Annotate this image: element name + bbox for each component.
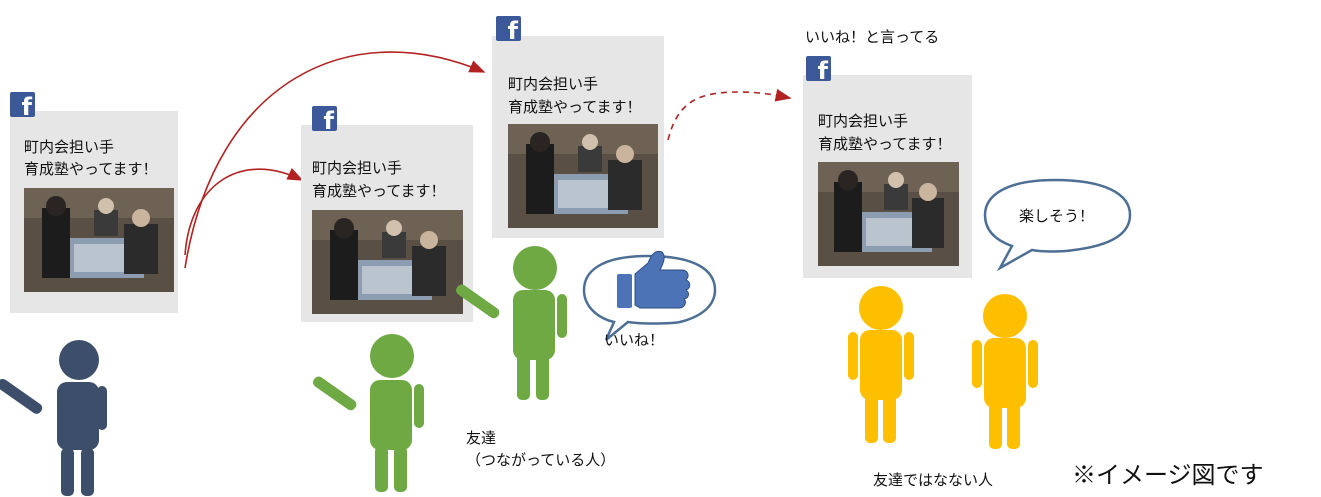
friend-label: 友達 [466, 429, 497, 447]
poster-person-icon [0, 340, 107, 496]
non-friend-person-icon [972, 294, 1038, 449]
share-arrow-to-non-friend [667, 88, 792, 141]
share-arrow-to-friend-2 [184, 51, 486, 269]
facebook-icon: f [10, 92, 35, 117]
post-text-line2: 育成塾やってます！ [508, 98, 642, 116]
event-photo [312, 210, 463, 314]
event-photo [24, 188, 174, 292]
post-text-line1: 町内会担い手 [818, 112, 909, 130]
non-friend-person-icon [848, 286, 914, 443]
facebook-icon: f [312, 106, 337, 131]
post-text-line2: 育成塾やってます！ [24, 160, 158, 178]
event-photo [508, 124, 658, 228]
post-text-line1: 町内会担い手 [312, 159, 403, 177]
fun-label: 楽しそう！ [1019, 207, 1095, 225]
non-friend-label: 友達ではなない人 [873, 471, 994, 489]
share-arrow-to-friend [184, 167, 304, 256]
like-speech-bubble [582, 250, 717, 341]
post-text-line2: 育成塾やってます！ [312, 182, 446, 200]
friend-person-icon [313, 334, 424, 492]
image-note: ※イメージ図です [1072, 461, 1264, 489]
fun-speech-bubble [983, 178, 1132, 272]
facebook-icon: f [496, 16, 521, 41]
liked-caption: いいね！と言ってる [805, 28, 940, 46]
post-text-line1: 町内会担い手 [24, 138, 115, 156]
post-text-line2: 育成塾やってます！ [818, 135, 952, 153]
friend-sublabel: （つながっている人） [466, 451, 616, 469]
post-text-line1: 町内会担い手 [508, 75, 599, 93]
like-label: いいね！ [604, 331, 665, 349]
event-photo [818, 162, 959, 266]
thumbs-up-icon [617, 250, 691, 309]
friend-liked-person-icon [456, 246, 567, 400]
facebook-icon: f [806, 56, 831, 81]
